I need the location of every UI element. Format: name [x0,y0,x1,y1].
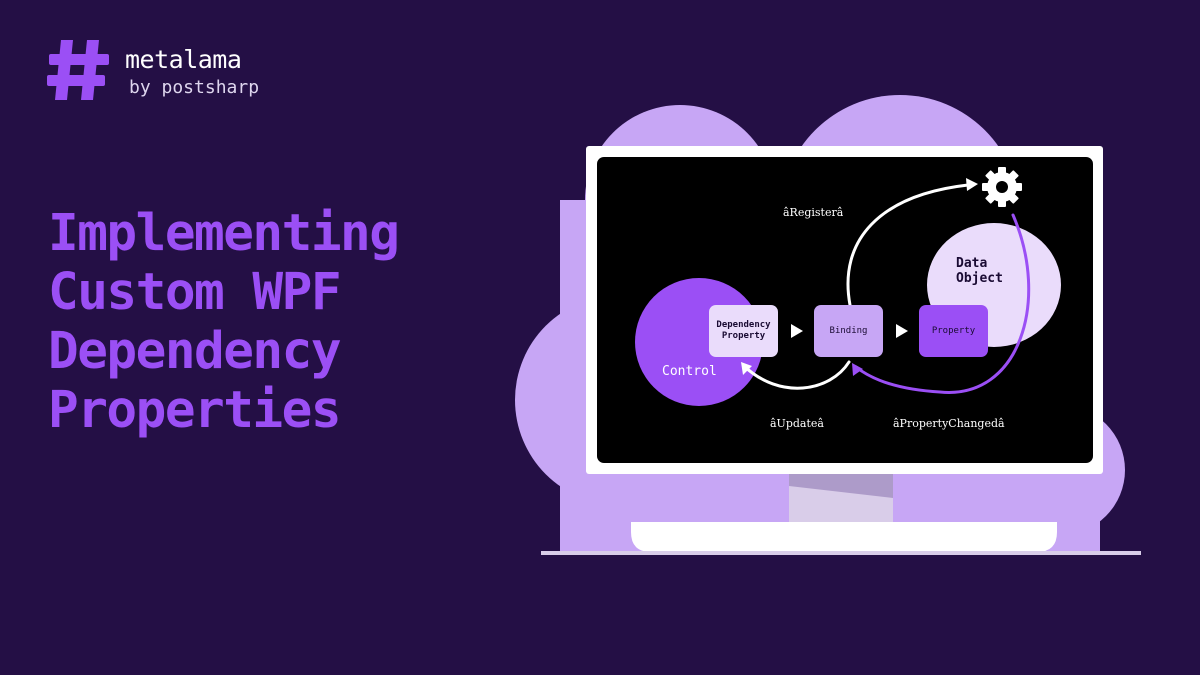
property-changed-arrowhead [852,363,863,376]
dependency-property-node: Dependency Property [709,305,778,357]
register-arrow [846,183,970,307]
monitor-base [631,522,1057,552]
control-label: Control [662,364,717,379]
title-line: Custom WPF [48,263,342,322]
property-changed-label: âPropertyChangedâ [893,417,1005,430]
update-arrowhead [741,362,752,375]
data-object-label: Data Object [956,256,1003,286]
register-arrowhead [966,178,978,191]
binding-label: Binding [829,325,868,336]
monitor-neck-shade [789,472,893,498]
property-node: Property [919,305,988,357]
gear-icon [982,167,1022,207]
binding-node: Binding [814,305,883,357]
register-label: âRegisterâ [783,206,844,219]
brand-tagline: by postsharp [129,77,260,98]
update-label: âUpdateâ [770,417,824,430]
play-arrow-icon [896,324,908,338]
brand-name: metalama [125,45,242,74]
title-line: Dependency [48,322,342,381]
floor-line [541,551,1141,555]
update-arrow [742,360,851,390]
property-changed-arrow [854,213,1031,394]
property-label: Property [931,325,976,336]
title-line: Properties [48,381,342,440]
title-line: Implementing [48,204,400,263]
hash-icon [47,40,109,100]
page-title: Implementing Custom WPF Dependency Prope… [48,204,400,440]
play-arrow-icon [791,324,803,338]
dependency-property-label: Dependency Property [716,320,771,341]
